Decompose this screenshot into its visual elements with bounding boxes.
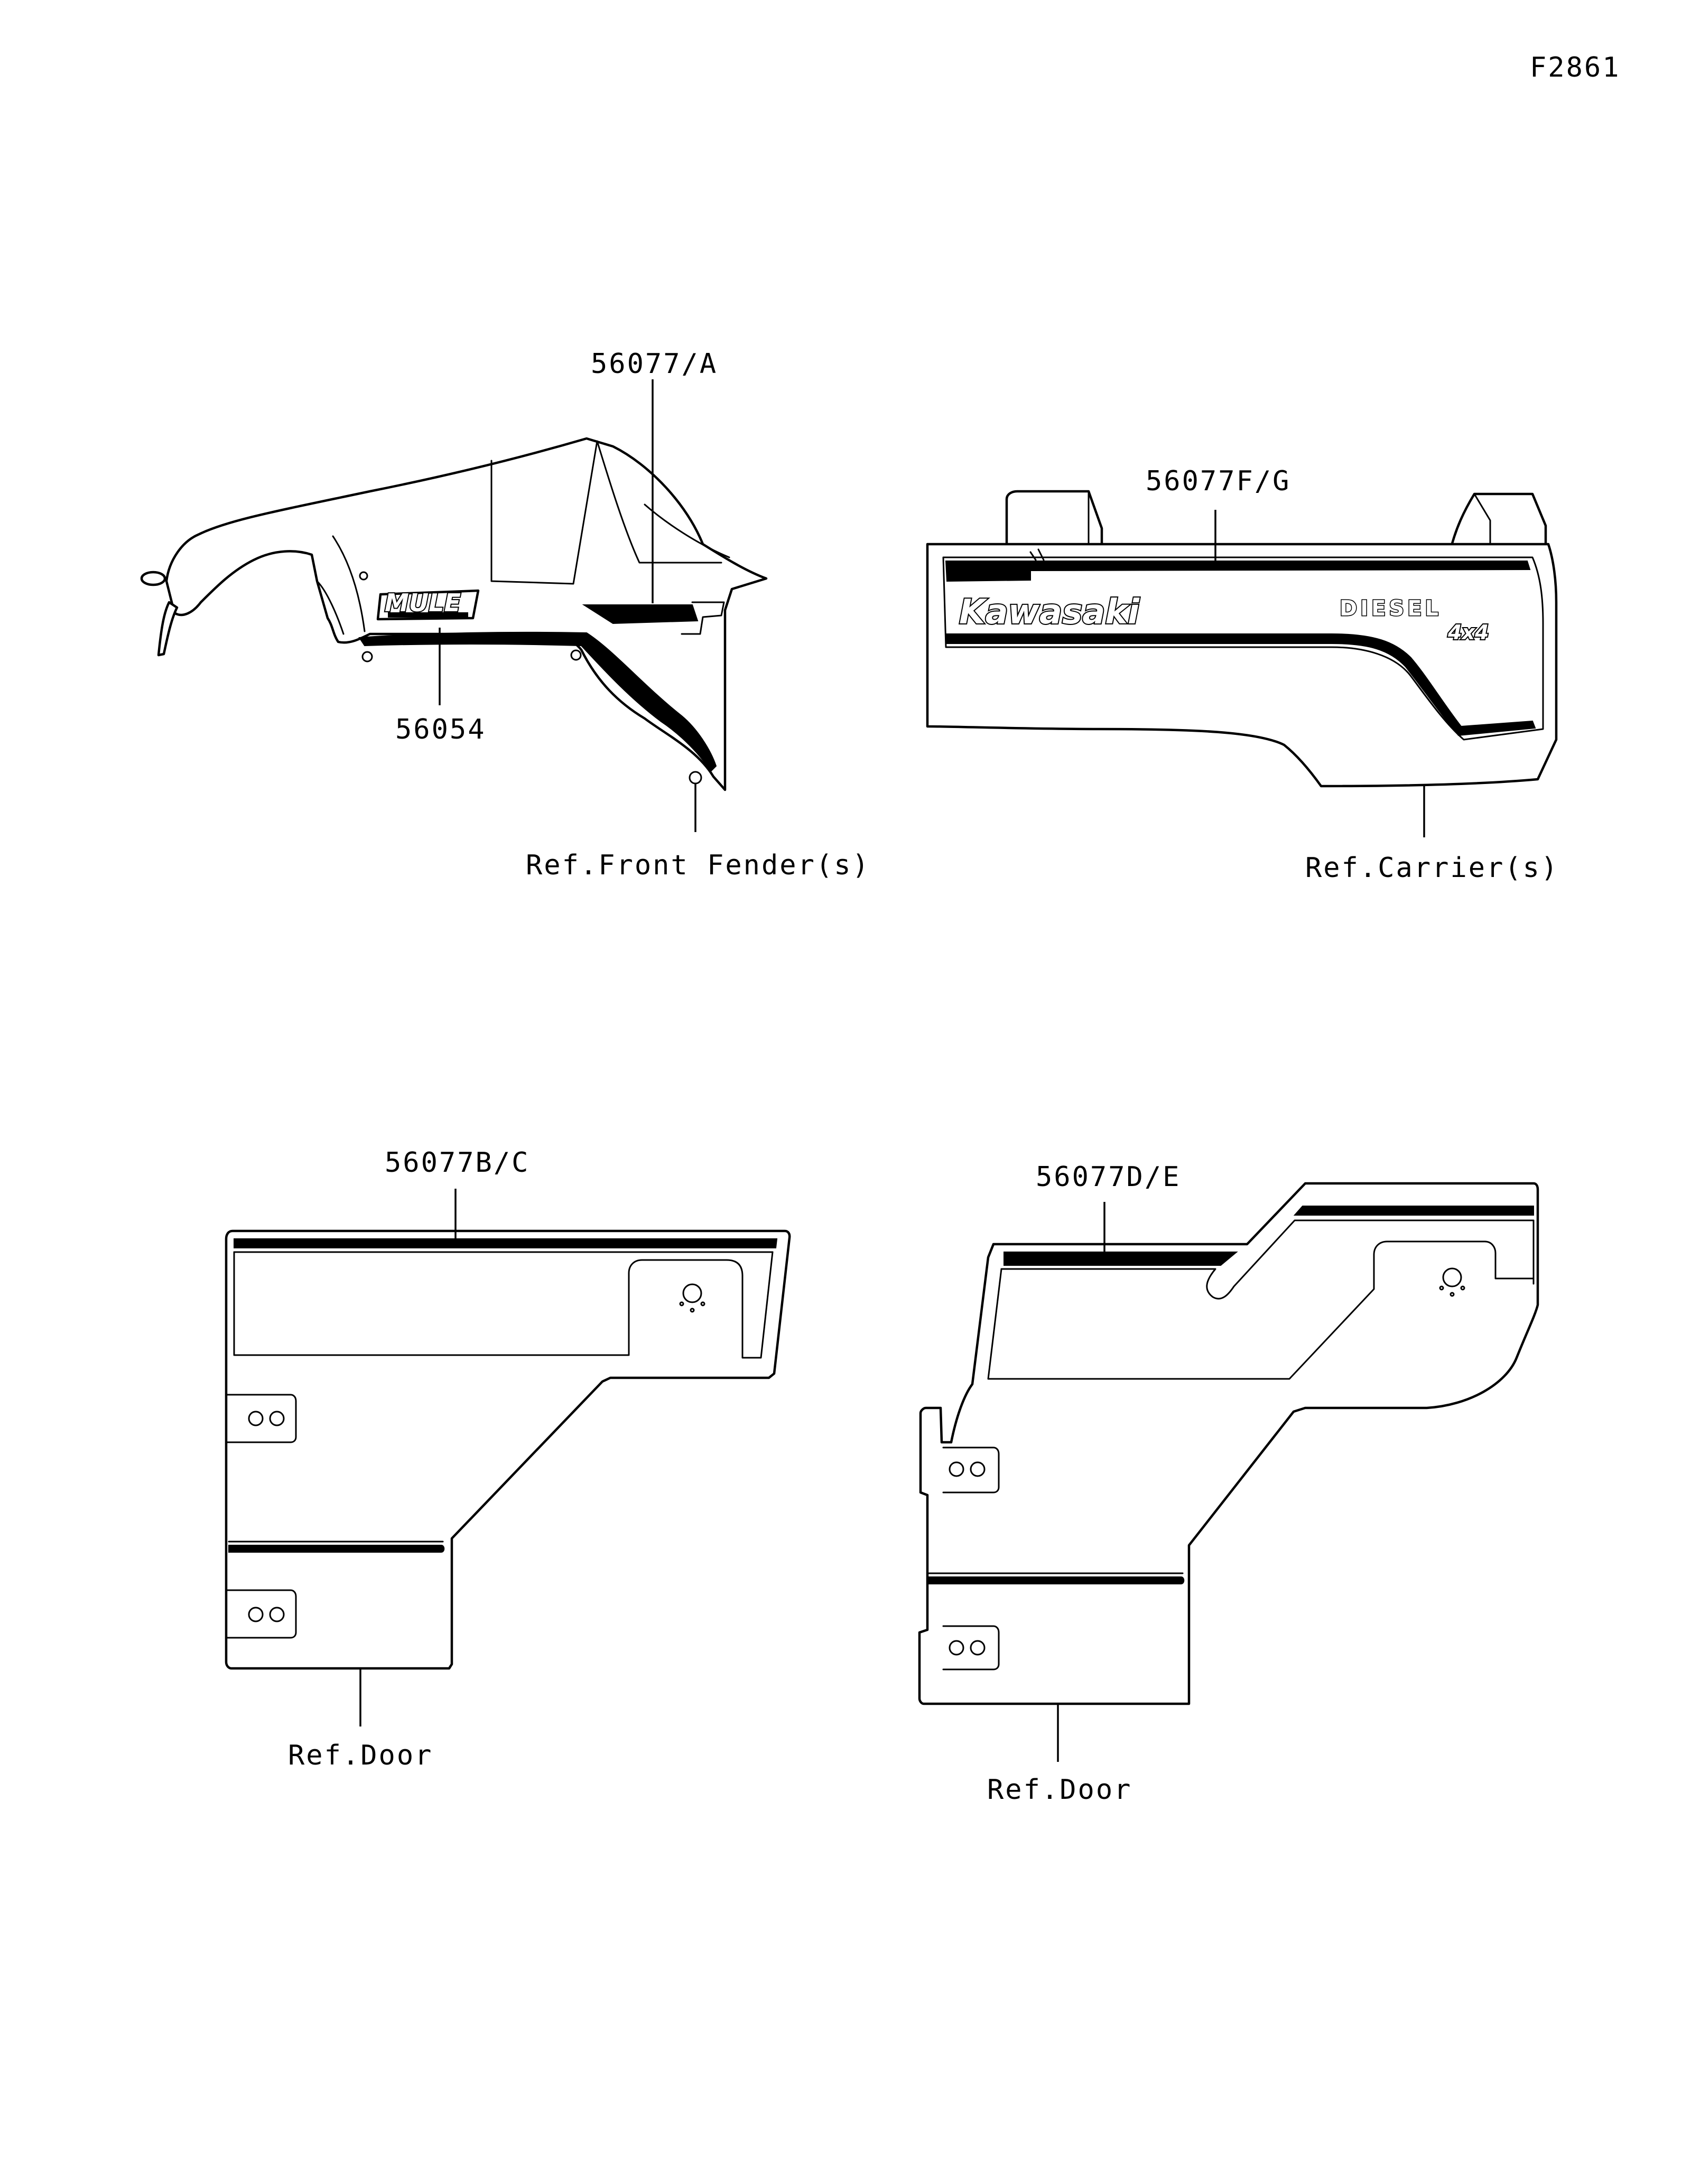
callout-56054: 56054 bbox=[395, 714, 486, 745]
door-left bbox=[225, 1229, 791, 1670]
ref-carrier: Ref.Carrier(s) bbox=[1305, 852, 1559, 884]
callout-56077bc: 56077B/C bbox=[385, 1147, 529, 1179]
kawasaki-logo: Kawasaki bbox=[959, 593, 1140, 632]
ref-door-left: Ref.Door bbox=[288, 1740, 433, 1771]
callout-56077fg: 56077F/G bbox=[1146, 465, 1290, 497]
ref-door-right: Ref.Door bbox=[987, 1774, 1132, 1806]
fourbyfour-logo: 4x4 bbox=[1447, 621, 1489, 644]
diesel-logo: DIESEL bbox=[1340, 596, 1442, 621]
door-right bbox=[918, 1182, 1539, 1705]
front-fender: MULE bbox=[140, 437, 768, 791]
callout-56077-a: 56077/A bbox=[591, 348, 718, 380]
carrier: Kawasaki DIESEL 4x4 bbox=[926, 490, 1558, 788]
figure-code: F2861 bbox=[1530, 52, 1621, 83]
callout-56077de: 56077D/E bbox=[1036, 1161, 1181, 1193]
ref-front-fender: Ref.Front Fender(s) bbox=[526, 850, 870, 881]
